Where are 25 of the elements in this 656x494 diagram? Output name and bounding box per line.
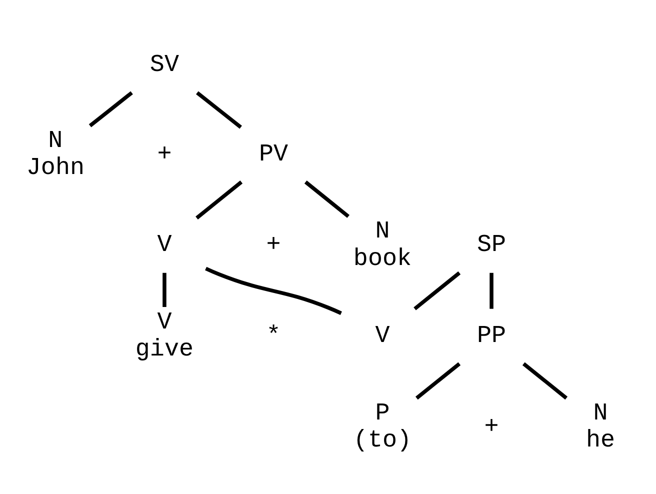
connector	[414, 271, 461, 310]
connector	[162, 272, 166, 307]
label: +	[484, 414, 499, 441]
label: +	[266, 232, 281, 260]
node-text: N John	[26, 128, 85, 182]
node-text: PP	[476, 323, 506, 350]
connector	[205, 266, 342, 315]
connector	[416, 362, 461, 400]
node-text: SV	[150, 52, 180, 80]
node-text: N he	[586, 400, 616, 455]
connector	[522, 362, 568, 400]
connector	[88, 91, 133, 128]
connector	[304, 180, 350, 218]
connector	[196, 91, 242, 129]
label: +	[157, 141, 172, 168]
node-text: N book	[353, 218, 412, 273]
node-text: SP	[476, 232, 506, 260]
node-text: V give	[135, 309, 194, 364]
connector	[490, 272, 494, 309]
node-text: V	[375, 323, 390, 350]
label: *	[266, 323, 281, 350]
connector	[196, 180, 243, 220]
node-text: P (to)	[353, 400, 412, 455]
node-text: V	[157, 232, 172, 260]
node-text: PV	[258, 141, 288, 168]
